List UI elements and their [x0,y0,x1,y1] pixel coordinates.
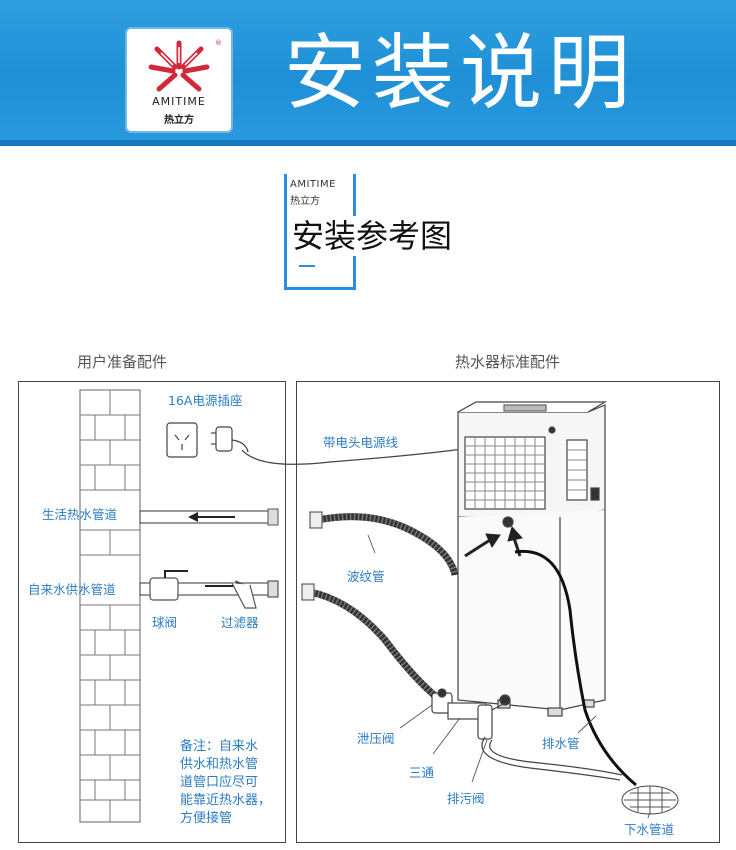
leader-lines [367,534,651,819]
label-filter: 过滤器 [221,615,259,630]
logo-brand-cn: 热立方 [164,115,194,126]
registered-mark: ® [215,39,222,47]
brick-wall [79,389,141,823]
hot-water-pipe-icon [139,508,279,526]
supply-pipe-icon [139,570,279,609]
label-ball-valve: 球阀 [152,615,178,630]
label-sewer: 下水管道 [624,822,675,837]
sunburst-logo-icon [148,40,210,92]
reference-brand-cn: 热立方 [290,196,320,207]
label-relief-valve: 泄压阀 [357,731,395,746]
installation-note: 备注：自来水 供水和热水管 道管口应尽可 能靠近热水器， 方便接管 [180,738,280,828]
label-tee: 三通 [409,765,435,780]
connection-arrows [464,525,523,558]
note-line: 供水和热水管 [180,757,259,772]
note-line: 道管口应尽可 [180,775,259,790]
header-banner [0,0,736,146]
drain-pipe-line [514,549,637,787]
corrugated-hose-1 [309,511,459,576]
brand-logo: ® AMITIME 热立方 [127,29,231,131]
label-supply-pipe: 自来水供水管道 [28,582,116,597]
power-socket-icon [166,422,198,458]
section-heater-parts: 热水器标准配件 [455,353,561,371]
heater-parts-panel [296,381,720,843]
user-parts-panel [18,381,286,843]
label-power-socket: 16A电源插座 [168,393,243,408]
banner-stripe [0,140,736,146]
sewer-drain-icon [621,785,679,815]
label-drain-valve: 排污阀 [447,791,485,806]
label-drain-pipe: 排水管 [542,736,580,751]
label-power-cord: 带电头电源线 [323,435,399,450]
logo-brand-name: AMITIME [152,95,206,108]
reference-title: 安装参考图 [288,216,459,256]
label-corrugated-pipe: 波纹管 [347,569,385,584]
page-title: 安装说明 [284,26,637,121]
reference-accent-dash [299,265,315,267]
note-line: 备注：自来水 [180,739,259,754]
valve-assembly-icon [431,688,623,781]
note-line: 方便接管 [180,811,233,826]
note-line: 能靠近热水器， [180,793,272,808]
corrugated-hose-2 [301,583,443,703]
power-plug-icon [211,426,249,453]
reference-brand-en: AMITIME [290,179,336,190]
label-hot-water-pipe: 生活热水管道 [42,507,118,522]
heat-pump-unit-icon [457,401,608,717]
section-user-parts: 用户准备配件 [77,353,168,371]
